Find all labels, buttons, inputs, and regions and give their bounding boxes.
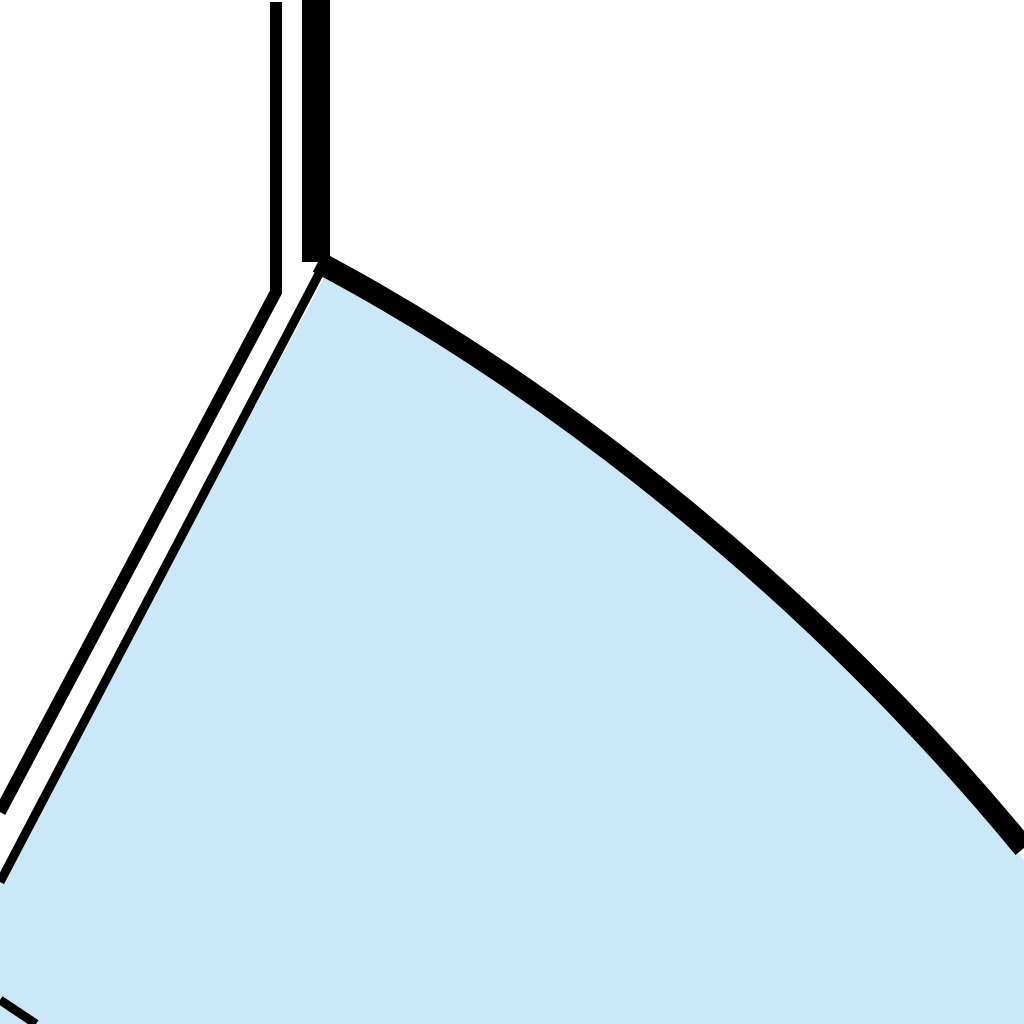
outer-thin-boundary-line <box>0 2 282 815</box>
inner-diagonal-boundary-line <box>0 269 324 885</box>
shaded-region <box>0 276 1024 1024</box>
thick-arc-boundary <box>312 252 1024 855</box>
bottom-left-edge-line <box>0 996 39 1024</box>
